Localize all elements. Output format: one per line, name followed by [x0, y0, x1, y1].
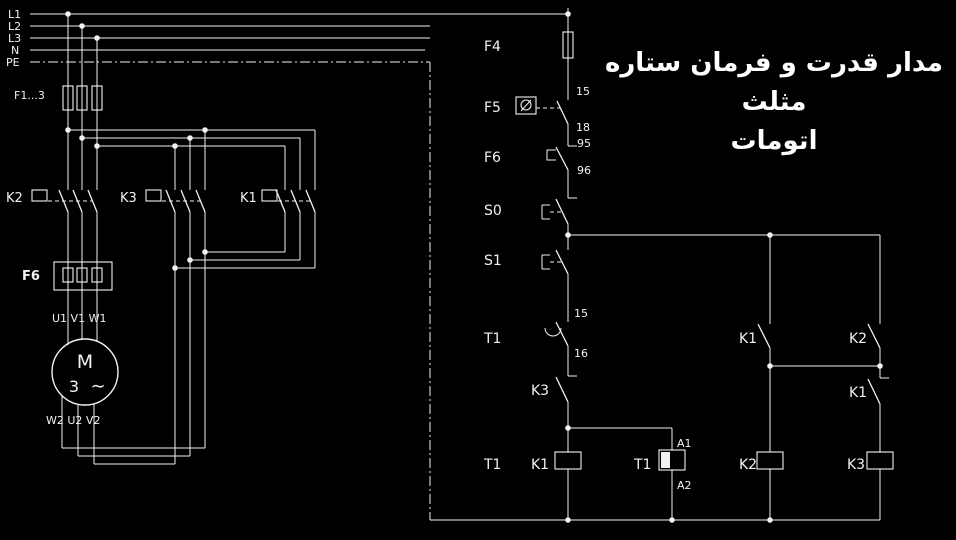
thermal-symbol	[546, 149, 556, 161]
contactor-k2: K2	[6, 189, 48, 206]
power-wiring	[30, 11, 571, 520]
motor-terminals-bottom: W2 U2 V2	[46, 414, 100, 427]
t1-wire-label: T1	[483, 457, 501, 473]
f6-terminal-96: 96	[577, 164, 591, 177]
k3-interlock-label: K3	[531, 383, 549, 399]
s0-actuator	[541, 204, 550, 220]
t1-terminal-15: 15	[574, 307, 588, 320]
k1-aux-label: K1	[739, 331, 757, 347]
coil-k1-label: K1	[531, 457, 549, 473]
contactor-k3-label: K3	[120, 191, 137, 206]
overload-label: F6	[22, 269, 40, 284]
actuator-links	[536, 107, 561, 263]
k1-interlock-label: K1	[849, 385, 867, 401]
control-wiring	[430, 8, 889, 523]
s0-label: S0	[484, 203, 502, 219]
f5-terminal-18: 18	[576, 121, 590, 134]
timer-contact-t1: T1 15 16	[483, 307, 588, 360]
bus-label-n: N	[11, 44, 19, 57]
contactor-k1: K1	[240, 189, 278, 206]
s1-actuator	[541, 254, 550, 270]
coil-k3-label: K3	[847, 457, 865, 473]
t1-terminal-16: 16	[574, 347, 588, 360]
motor-phase-count: 3	[69, 377, 79, 396]
motor-letter: M	[77, 351, 93, 373]
motor-m3: U1 V1 W1 M 3 ∼ W2 U2 V2	[46, 312, 119, 427]
pe-conductor	[30, 61, 431, 520]
bus-label-pe: PE	[6, 56, 20, 69]
f4-label: F4	[484, 39, 501, 55]
coil-k1: T1 K1	[483, 451, 582, 473]
s1-label: S1	[484, 253, 502, 269]
stop-button-s0: S0	[484, 203, 550, 220]
diagram-title-line2: اتومات	[730, 126, 818, 156]
bus-label-l2: L2	[8, 20, 21, 33]
bus-label-l3: L3	[8, 32, 21, 45]
f5-label: F5	[484, 100, 501, 116]
coil-k3: K3	[847, 451, 894, 473]
overload-relay-f6: F6	[22, 261, 113, 291]
f5-release-symbol	[520, 99, 532, 112]
delay-symbol	[544, 327, 562, 337]
bus-label-l1: L1	[8, 8, 21, 21]
k2-aux-label: K2	[849, 331, 867, 347]
f6-label: F6	[484, 150, 501, 166]
control-fuse-f4: F4	[484, 31, 574, 59]
overload-contact-f6: F6 95 96	[484, 137, 591, 177]
f5-terminal-15: 15	[576, 85, 590, 98]
start-button-s1: S1	[484, 253, 550, 270]
coil-k2-label: K2	[739, 457, 757, 473]
coil-k2: K2	[739, 451, 784, 473]
f6-terminal-95: 95	[577, 137, 591, 150]
motor-ac-symbol: ∼	[90, 376, 105, 397]
contactor-k2-label: K2	[6, 191, 23, 206]
t1-terminal-a1: A1	[677, 437, 692, 450]
t1-contact-label: T1	[483, 331, 501, 347]
t1-terminal-a2: A2	[677, 479, 692, 492]
fuse-group-f1-3: F1...3	[14, 85, 103, 111]
coil-t1-label: T1	[633, 457, 651, 473]
relay-contact-f5: F5 15 18	[484, 85, 590, 134]
diagram-title-line1: مدار قدرت و فرمان ستاره مثلث	[604, 48, 943, 117]
contactor-k1-label: K1	[240, 191, 257, 206]
motor-terminals-top: U1 V1 W1	[52, 312, 106, 325]
control-contact-blades	[555, 100, 881, 405]
diagram-title: مدار قدرت و فرمان ستاره مثلث اتومات	[598, 44, 950, 161]
coil-t1-timer: T1 A1 A2	[633, 437, 692, 492]
contactor-k3: K3	[120, 189, 162, 206]
fuse-group-label: F1...3	[14, 89, 45, 102]
